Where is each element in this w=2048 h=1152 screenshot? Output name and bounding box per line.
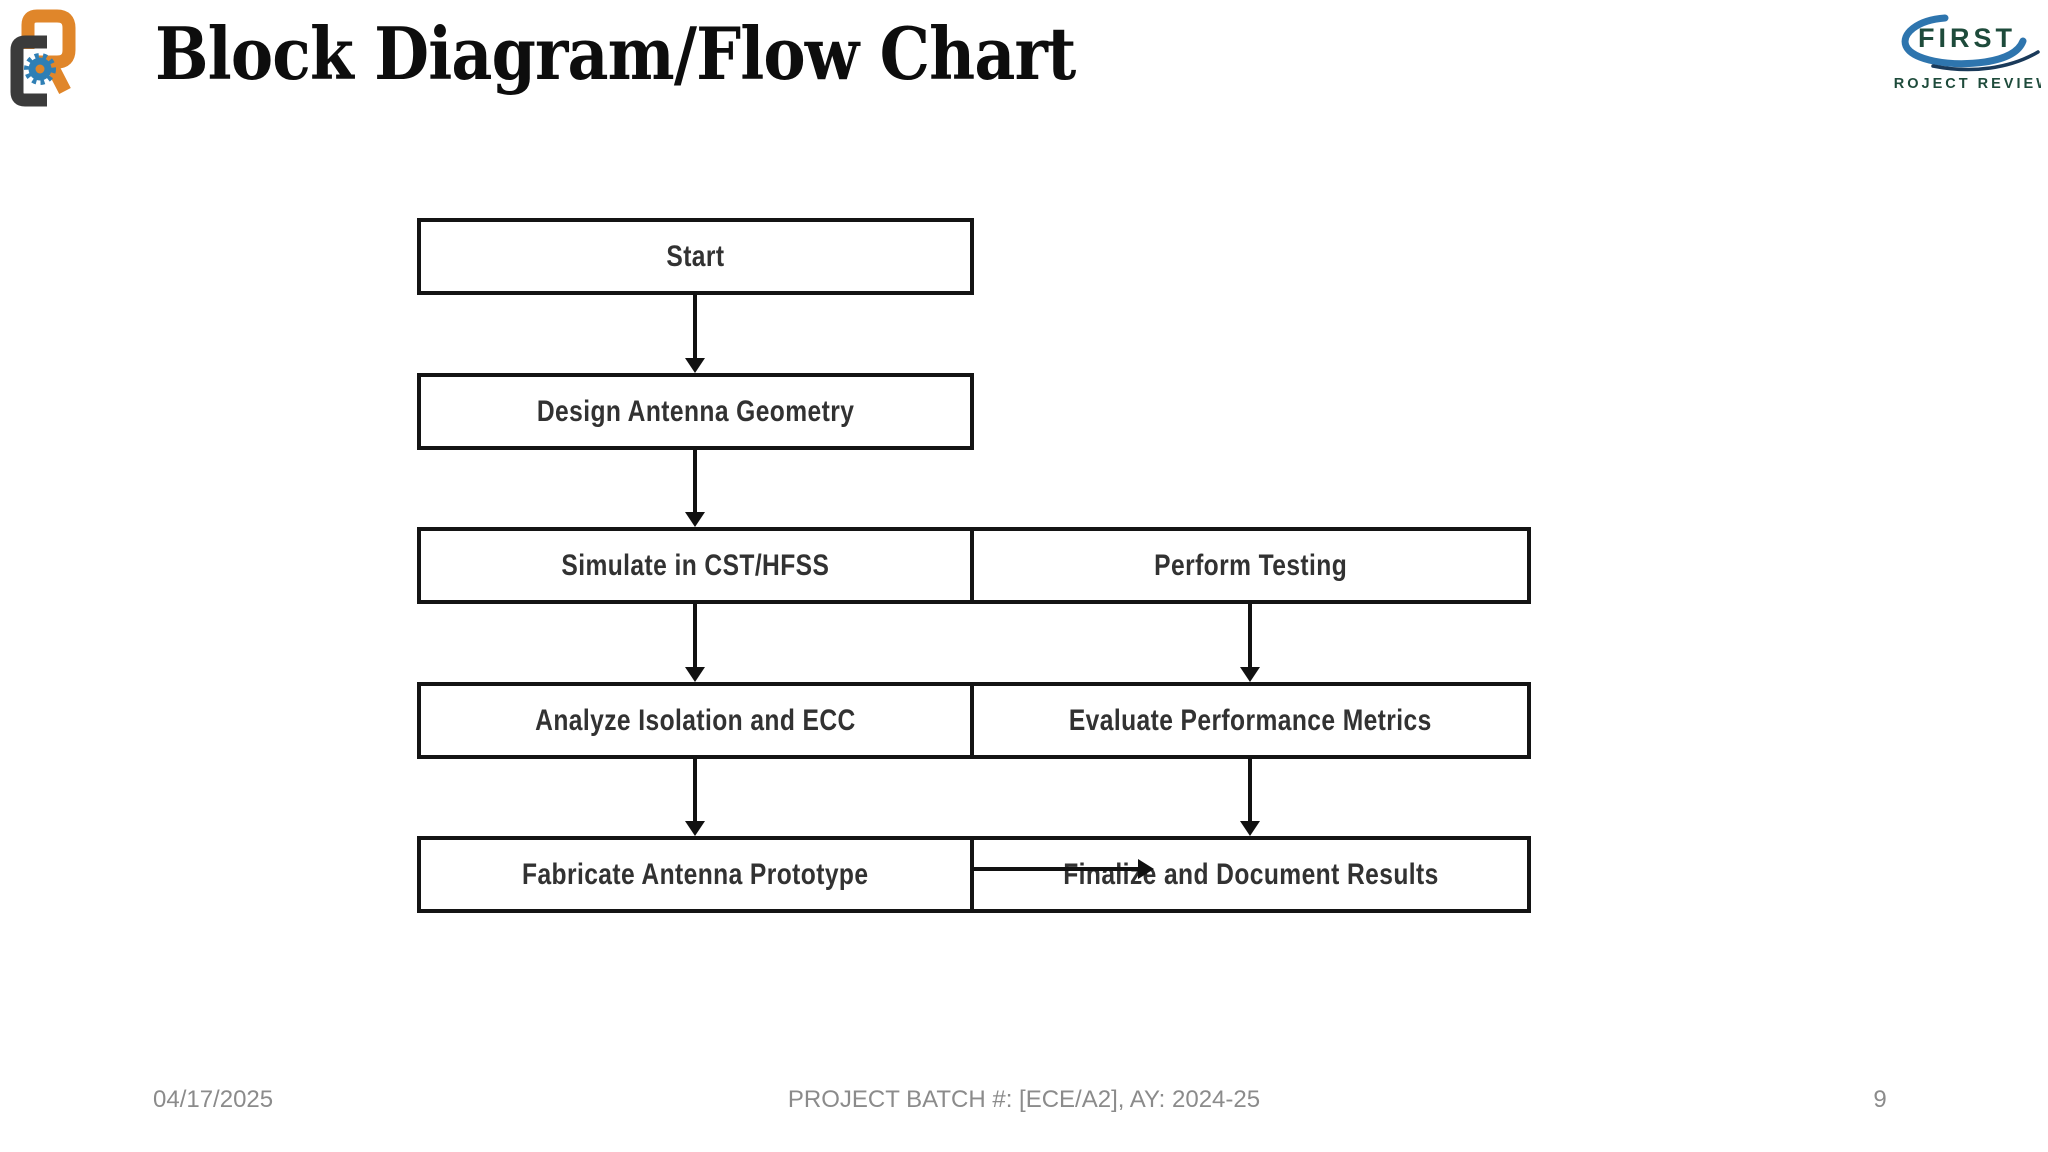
flow-box-analyze-label: Analyze Isolation and ECC [535, 703, 856, 737]
arrow-analyze-to-fabricate [685, 758, 705, 836]
first-project-review-logo: FIRST PROJECT REVIEW [1881, 10, 2048, 94]
flow-box-design-antenna-geometry: Design Antenna Geometry [417, 373, 974, 450]
arrow-right-icon [1138, 859, 1154, 879]
arrow-evaluate-to-finalize [1240, 758, 1260, 836]
arrow-down-icon [1240, 667, 1260, 682]
flow-box-fabricate-label: Fabricate Antenna Prototype [522, 857, 869, 891]
logo-project-review-text: PROJECT REVIEW [1893, 76, 2041, 92]
flow-box-start: Start [417, 218, 974, 295]
logo-r-leg [43, 57, 71, 94]
flow-box-finalize-label: Finalize and Document Results [1062, 857, 1439, 891]
footer-batch: PROJECT BATCH #: [ECE/A2], AY: 2024-25 [787, 1086, 1261, 1113]
r-gear-logo-icon [10, 9, 76, 107]
company-logo [8, 5, 78, 107]
logo-first-text: FIRST [1918, 23, 2016, 53]
logo-bracket [10, 35, 47, 107]
flow-box-start-label: Start [666, 239, 725, 273]
flow-box-analyze-isolation-ecc: Analyze Isolation and ECC [417, 682, 974, 759]
arrow-down-icon [685, 512, 705, 527]
arrow-down-icon [685, 667, 705, 682]
flow-box-simulate-label: Simulate in CST/HFSS [561, 548, 830, 582]
flow-box-perform-testing: Perform Testing [970, 527, 1531, 604]
flow-box-evaluate-label: Evaluate Performance Metrics [1069, 703, 1432, 737]
arrow-down-icon [1240, 821, 1260, 836]
arrow-down-icon [685, 821, 705, 836]
flow-box-evaluate-performance-metrics: Evaluate Performance Metrics [970, 682, 1531, 759]
arrow-down-icon [685, 358, 705, 373]
flow-box-fabricate-antenna-prototype: Fabricate Antenna Prototype [417, 836, 974, 913]
page-title: Block Diagram/Flow Chart [155, 11, 1076, 96]
footer-date: 04/17/2025 [153, 1086, 274, 1113]
arrow-start-to-design [685, 295, 705, 373]
page-number: 9 [1873, 1086, 1887, 1113]
arrow-simulate-to-analyze [685, 604, 705, 682]
flow-box-finalize-document-results: Finalize and Document Results [970, 836, 1531, 913]
flow-box-design-label: Design Antenna Geometry [536, 394, 855, 428]
arrow-fabricate-to-finalize [972, 859, 1154, 879]
arrow-perform-to-evaluate [1240, 604, 1260, 682]
first-logo-icon: FIRST PROJECT REVIEW [1881, 14, 2048, 92]
swoosh-arc [1901, 14, 2027, 68]
flow-box-simulate-cst-hfss: Simulate in CST/HFSS [417, 527, 974, 604]
arrow-design-to-simulate [685, 450, 705, 527]
swoosh-arc-thin [1931, 50, 2040, 72]
logo-r-bowl [21, 9, 76, 69]
flow-box-perform-label: Perform Testing [1154, 548, 1347, 582]
gear-icon [24, 53, 56, 85]
